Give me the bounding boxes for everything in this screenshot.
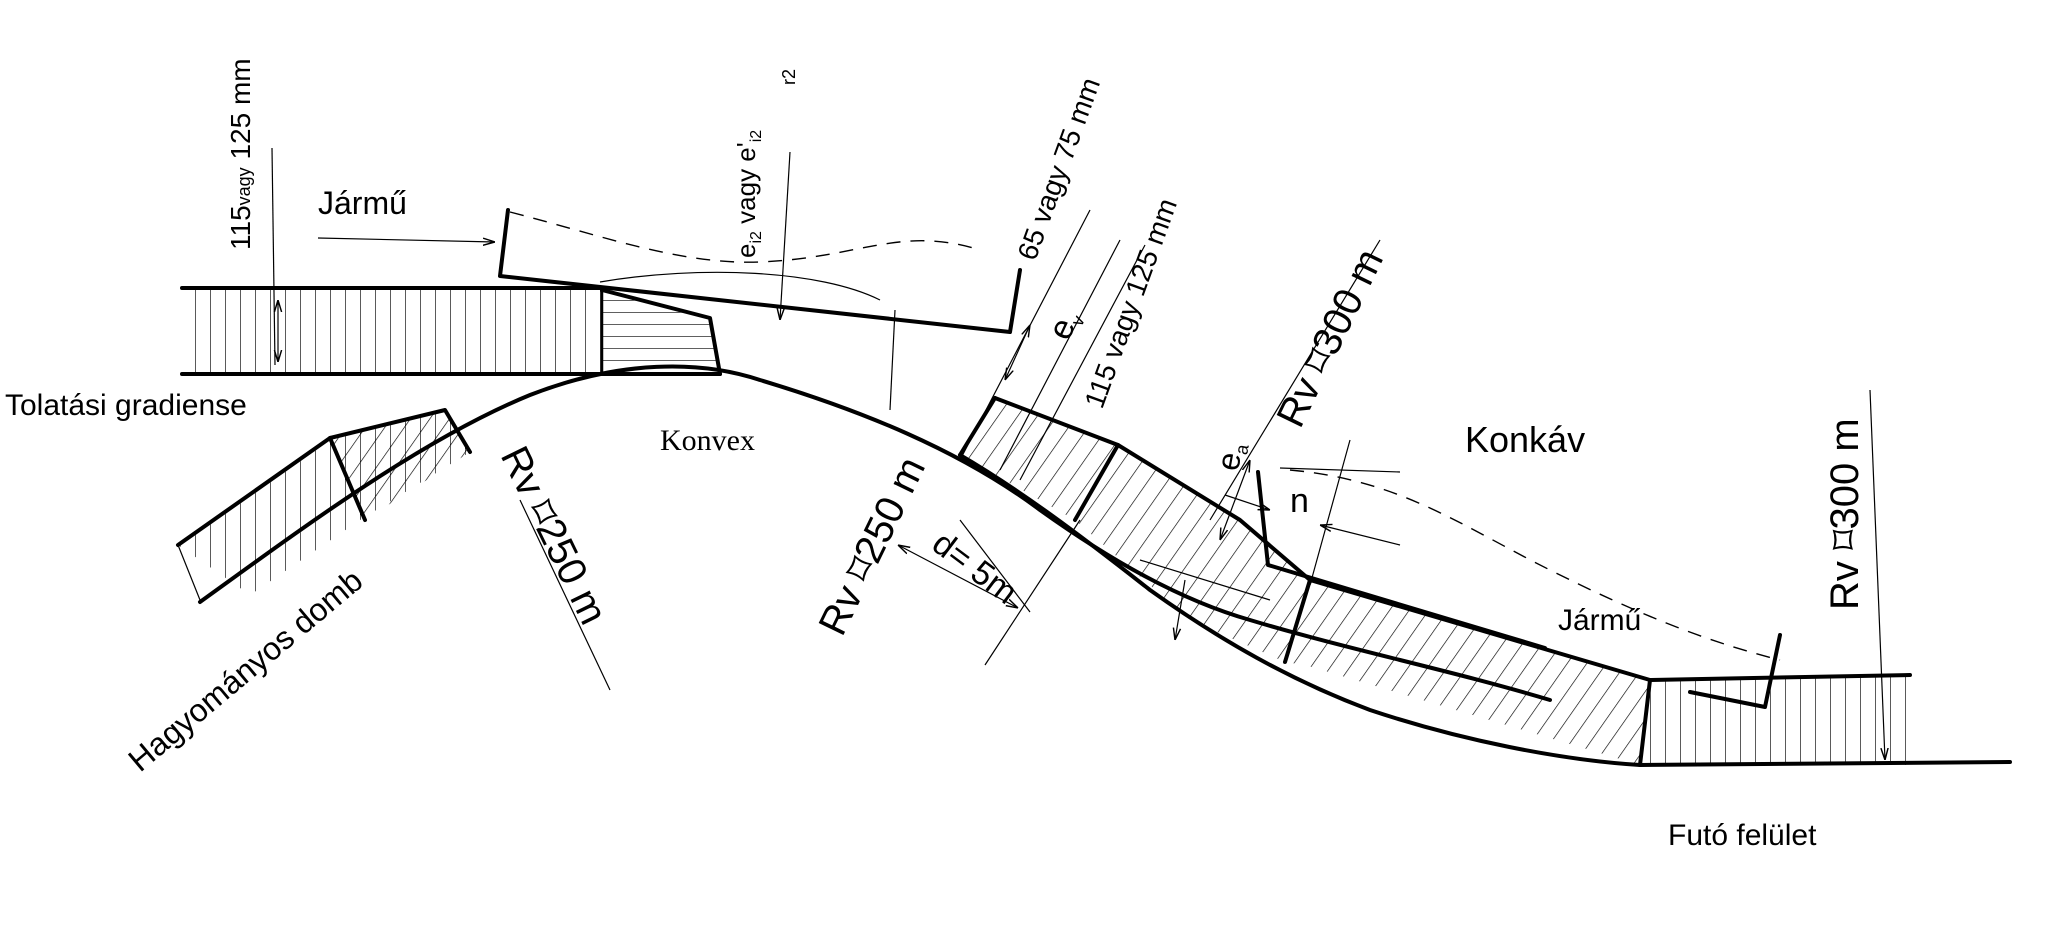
dim-65-75: 65 vagy 75 mm [1012,74,1107,264]
dim-ei2-mid: vagy e' [731,142,761,231]
dim-115-125-b-text: 115 vagy 125 mm [1079,194,1184,412]
label-traditional-hump-group: Hagyományos domb [121,562,369,778]
dim-ea-e: e [1209,449,1248,473]
dim-65-75-text: 65 vagy 75 mm [1012,74,1107,264]
rv-250-mid: Rv ⌑250 m [811,450,935,642]
push-gradient-block [180,286,722,376]
dim-ev: ev [1041,304,1089,346]
rv-250-left-text: Rv ⌑250 m [492,440,616,632]
crest-wedge [600,288,722,376]
dim-r2-text: r2 [779,69,799,85]
dim-d5m: d= 5m [925,524,1024,612]
rv-300-mid-text: Rv ⌑300 m [1269,242,1393,434]
rv-250-mid-text: Rv ⌑250 m [811,450,935,642]
svg-text:ev: ev [1041,304,1089,346]
dim-ei2-e: e [731,244,761,258]
rv-300-mid: Rv ⌑300 m [1269,242,1393,434]
vehicle-convex [498,208,1022,334]
dim-ei2-sub2: i2 [748,130,765,143]
rv-250-left: Rv ⌑250 m [492,440,616,632]
rv-300-right: Rv ⌑300 m [1823,418,1867,610]
dim-115-125-b: 115 vagy 125 mm [1079,194,1184,412]
dim-125mm: 125 mm [225,58,256,167]
svg-text:ea: ea [1209,439,1252,474]
dim-n: n [1290,482,1309,520]
label-running-surface: Futó felület [1668,819,1817,852]
dim-115: 115 [225,205,256,250]
label-convex: Konvex [660,424,755,457]
svg-text:ei2 vagy e'i2: ei2 vagy e'i2 [731,130,765,258]
dim-d5m-text: d= 5m [925,524,1024,612]
traditional-hump-block [176,408,472,601]
label-concave: Konkáv [1465,419,1585,460]
rv-300-right-text: Rv ⌑300 m [1823,418,1867,610]
dim-115-125-top: 115vagy 125 mm [225,58,256,250]
dim-ea-sub: a [1231,442,1253,456]
svg-text:115vagy 125 mm: 115vagy 125 mm [225,58,256,250]
label-vehicle-bottom: Jármű [1558,604,1641,637]
label-traditional-hump: Hagyományos domb [121,562,369,778]
label-push-gradient: Tolatási gradiense [5,389,247,422]
dim-ea: ea [1209,439,1252,474]
dim-r2: r2 [779,69,799,85]
dimension-lines [271,147,1885,760]
dim-ei2-sub: i2 [748,231,765,244]
running-surface-block [1638,673,2012,767]
dim-vagy-sub: vagy [234,167,254,205]
dim-ei2: ei2 vagy e'i2 [731,130,765,258]
label-vehicle-top: Jármű [318,185,407,221]
